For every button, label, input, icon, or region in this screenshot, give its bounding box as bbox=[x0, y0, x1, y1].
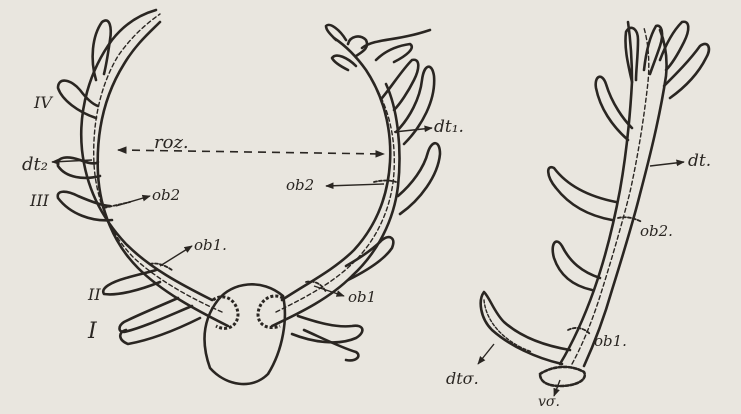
right-crown-tine-3 bbox=[362, 30, 430, 48]
single-crown-4 bbox=[664, 44, 709, 98]
left-beam-outer bbox=[81, 10, 212, 300]
right-crown-tine-4 bbox=[332, 56, 356, 70]
single-dt-leader bbox=[650, 162, 684, 166]
single-dto-leader bbox=[478, 344, 494, 364]
single-ob2-section bbox=[618, 217, 642, 222]
left-beam-centerline bbox=[94, 14, 222, 312]
label-ob1-single: ob1. bbox=[594, 332, 627, 350]
ob2-right-leader bbox=[326, 184, 384, 186]
right-beam-centerline bbox=[276, 78, 394, 312]
single-tine-low bbox=[553, 242, 600, 290]
label-tine-ii: II bbox=[87, 285, 101, 304]
label-roz: roz. bbox=[154, 132, 189, 153]
label-dt2-left: dt₂ bbox=[22, 154, 48, 175]
label-ob2-left: ob2 bbox=[152, 186, 180, 204]
single-crown-2 bbox=[644, 26, 662, 74]
right-tine-mid bbox=[398, 143, 440, 214]
single-tine-mid bbox=[548, 167, 616, 220]
right-beam-outer bbox=[282, 38, 390, 300]
label-tine-i: I bbox=[87, 319, 98, 344]
right-tine-brow bbox=[292, 316, 362, 342]
single-tine-upper bbox=[596, 77, 632, 140]
label-tine-iii: III bbox=[29, 191, 50, 210]
right-crown-tine-1 bbox=[326, 25, 346, 40]
ob1-left-leader bbox=[160, 246, 192, 266]
label-vo-single: vσ. bbox=[538, 394, 560, 410]
label-dt1-right: dt₁. bbox=[434, 117, 464, 137]
label-ob2-single: ob2. bbox=[640, 222, 673, 240]
label-dt-single: dt. bbox=[688, 151, 711, 171]
single-beam-left-edge bbox=[560, 22, 632, 364]
left-antler bbox=[58, 10, 228, 344]
right-tine-brow-lower bbox=[304, 330, 358, 360]
label-ob1-left: ob1. bbox=[194, 236, 227, 254]
single-ob1-section bbox=[568, 328, 590, 334]
single-brow-tine bbox=[481, 292, 570, 364]
left-tine-iv bbox=[58, 81, 98, 118]
single-base bbox=[540, 367, 585, 386]
label-ob1-right: ob1 bbox=[348, 288, 376, 306]
ob2-left-leader bbox=[116, 196, 150, 206]
right-crown-tine-5 bbox=[376, 44, 412, 62]
label-ob2-right: ob2 bbox=[286, 176, 314, 194]
label-tine-iv: IV bbox=[33, 93, 53, 112]
skull-outline bbox=[204, 284, 284, 384]
left-tine-ii bbox=[103, 270, 160, 294]
label-dto-single: dtσ. bbox=[446, 369, 479, 388]
